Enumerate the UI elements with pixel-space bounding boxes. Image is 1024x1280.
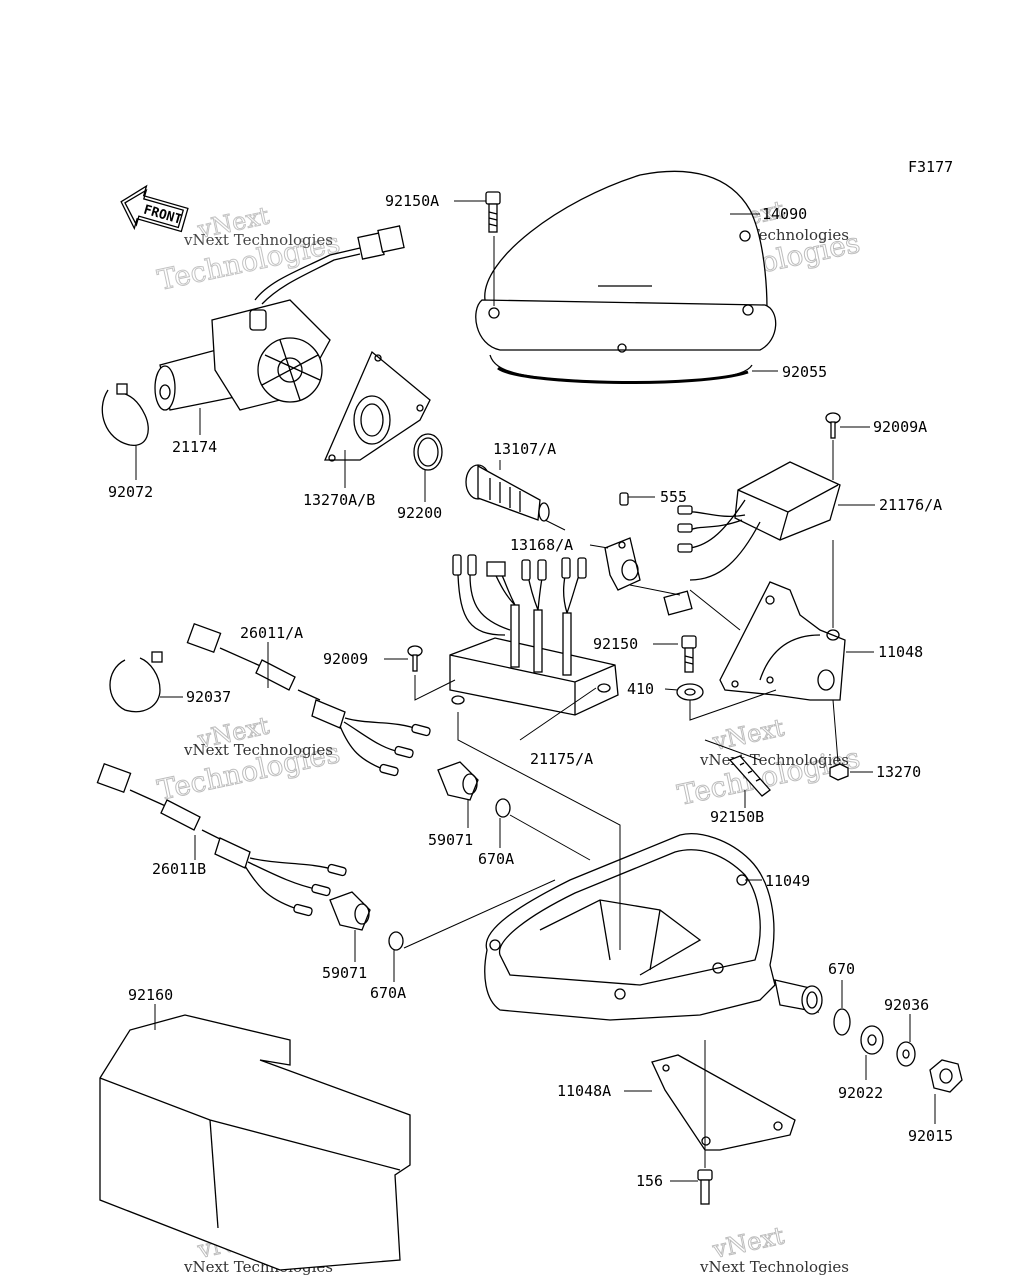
bracket-11048 [719, 581, 846, 701]
harness-26011a [186, 622, 431, 777]
callout-11048a: 11048A [557, 1082, 611, 1100]
callout-21176a: 21176/A [879, 496, 942, 514]
callout-92072: 92072 [108, 483, 153, 501]
washer-410 [676, 683, 704, 701]
callout-11048: 11048 [878, 643, 923, 661]
nut-92015 [929, 1059, 963, 1093]
callout-59071-upper: 59071 [428, 831, 473, 849]
assembly-lines [403, 236, 839, 1168]
watermark-mid-right: vNext Technologies vNext Technologies [674, 713, 863, 812]
callout-670: 670 [828, 960, 855, 978]
callout-26011a: 26011/A [240, 624, 303, 642]
callout-156: 156 [636, 1172, 663, 1190]
front-arrow-icon: FRONT [120, 184, 189, 233]
callout-92055: 92055 [782, 363, 827, 381]
svg-text:vNext Technologies: vNext Technologies [699, 1258, 849, 1276]
gasket-13270ab [324, 350, 431, 462]
svg-text:vNext: vNext [709, 713, 787, 756]
lock-washer-92036 [896, 1041, 916, 1067]
callout-92150a: 92150A [385, 192, 439, 210]
callout-92037: 92037 [186, 688, 231, 706]
callout-670a-upper: 670A [478, 850, 514, 868]
callout-92015: 92015 [908, 1127, 953, 1145]
callout-555: 555 [660, 488, 687, 506]
cable-tie-92037 [109, 651, 163, 713]
svg-text:vNext Technologies: vNext Technologies [183, 231, 333, 249]
callout-92200: 92200 [397, 504, 442, 522]
bracket-11048a [651, 1054, 796, 1151]
callout-92009a: 92009A [873, 418, 927, 436]
fitting-59071-upper [437, 761, 479, 801]
callout-670a-lower: 670A [370, 984, 406, 1002]
callout-26011b: 26011B [152, 860, 206, 878]
callout-13270ab: 13270A/B [303, 491, 375, 509]
callout-leaders [135, 200, 936, 1182]
callout-labels: 92150A 14090 92055 21174 92072 13270A/B … [108, 192, 953, 1190]
cover-92160 [99, 1014, 411, 1271]
callout-92150: 92150 [593, 635, 638, 653]
callout-13107a: 13107/A [493, 440, 556, 458]
nut-13270 [829, 763, 849, 781]
regulator-21175a [449, 554, 619, 716]
callout-92150b: 92150B [710, 808, 764, 826]
callout-14090: 14090 [762, 205, 807, 223]
screw-92009 [407, 645, 423, 672]
callout-92036: 92036 [884, 996, 929, 1014]
o-ring-670a-upper [495, 798, 511, 818]
o-ring-670 [833, 1008, 851, 1036]
callout-92022: 92022 [838, 1084, 883, 1102]
callout-21174: 21174 [172, 438, 217, 456]
motor-21174 [154, 225, 405, 411]
callout-21175a: 21175/A [530, 750, 593, 768]
callout-59071-lower: 59071 [322, 964, 367, 982]
harness-26011b [96, 762, 347, 917]
fitting-13107a [465, 464, 550, 522]
screw-92009a [825, 412, 841, 439]
clamp-13168a [604, 537, 641, 591]
callout-11049: 11049 [765, 872, 810, 890]
bolt-92150a [485, 191, 501, 233]
bolt-92150b [728, 755, 771, 797]
case-11049 [484, 833, 823, 1021]
svg-text:vNext Technologies: vNext Technologies [183, 741, 333, 759]
pin-555 [619, 492, 629, 506]
cable-tie-92072 [101, 383, 149, 446]
washer-92022 [860, 1025, 884, 1055]
bolt-156 [697, 1169, 713, 1205]
callout-13270: 13270 [876, 763, 921, 781]
o-ring-670a-lower [388, 931, 404, 951]
figure-code: F3177 [908, 158, 953, 176]
cover-14090 [475, 170, 777, 384]
callout-410: 410 [627, 680, 654, 698]
watermark-bottom-right: vNext vNext Technologies [699, 1221, 849, 1276]
o-ring-92200 [413, 433, 443, 471]
fitting-59071-lower [329, 891, 371, 931]
callout-92160: 92160 [128, 986, 173, 1004]
svg-text:vNext Technologies: vNext Technologies [699, 751, 849, 769]
module-21176a [663, 461, 841, 616]
callout-13168a: 13168/A [510, 536, 573, 554]
callout-92009: 92009 [323, 650, 368, 668]
bolt-92150 [681, 635, 697, 673]
watermark-mid-left: vNext Technologies vNext Technologies [154, 711, 343, 807]
